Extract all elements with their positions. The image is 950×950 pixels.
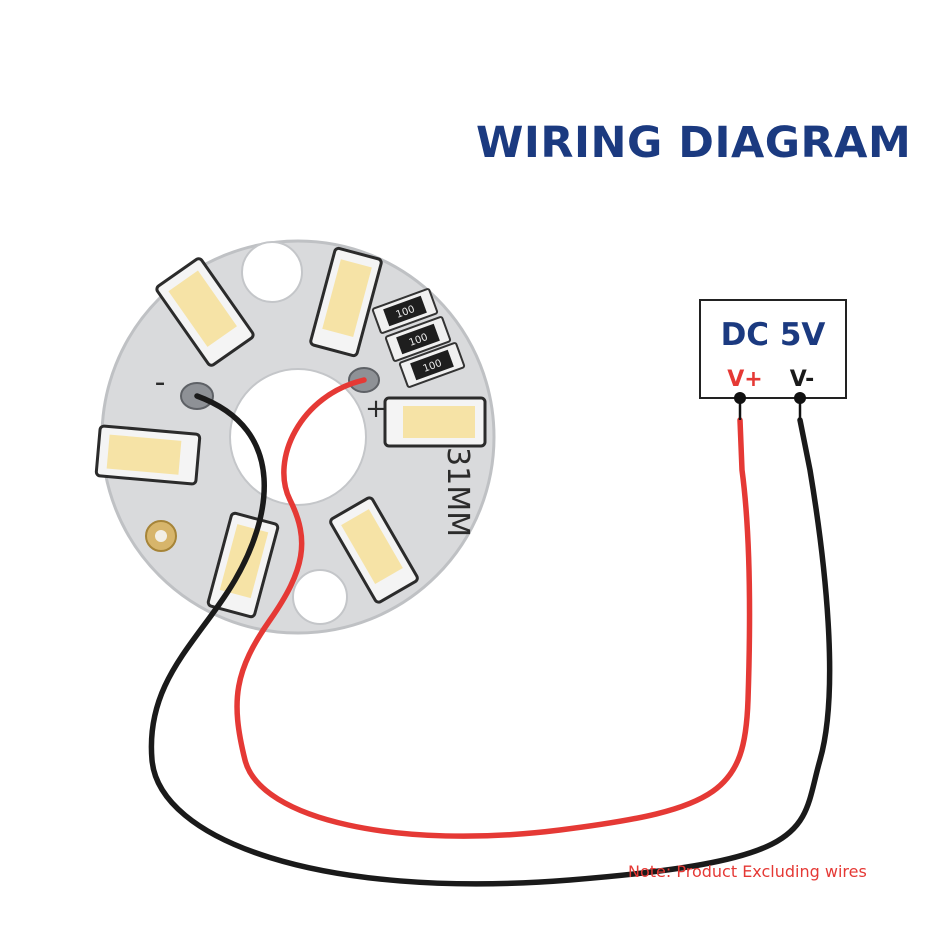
- mount-hole-bottom: [292, 569, 348, 625]
- resistor: 100: [398, 342, 466, 388]
- negative-wire: [148, 393, 833, 887]
- power-supply-box: [699, 299, 847, 399]
- pad-negative-marking: -: [155, 365, 166, 400]
- led: [309, 246, 383, 358]
- resistor: 100: [371, 288, 439, 334]
- led: [329, 496, 419, 604]
- led-board: 100 100 100 31MM - +: [94, 239, 496, 635]
- gold-pad-center: [155, 530, 167, 542]
- positive-terminal-label: V+: [727, 367, 762, 392]
- power-supply: DC 5V V+ V-: [699, 299, 847, 420]
- note-text: Note: Product Excluding wires: [628, 862, 867, 881]
- resistor: 100: [384, 316, 452, 362]
- positive-terminal: [734, 392, 746, 404]
- board-size-marking: 31MM: [440, 447, 475, 537]
- led: [383, 396, 487, 448]
- negative-terminal-label: V-: [790, 367, 815, 392]
- negative-terminal: [794, 392, 806, 404]
- led: [155, 257, 255, 367]
- power-supply-label: DC 5V: [721, 317, 826, 353]
- led: [94, 424, 202, 486]
- pad-positive-marking: +: [365, 394, 387, 424]
- mount-hole-top: [241, 241, 303, 303]
- diagram-title: WIRING DIAGRAM: [476, 118, 912, 168]
- positive-wire: [234, 377, 753, 839]
